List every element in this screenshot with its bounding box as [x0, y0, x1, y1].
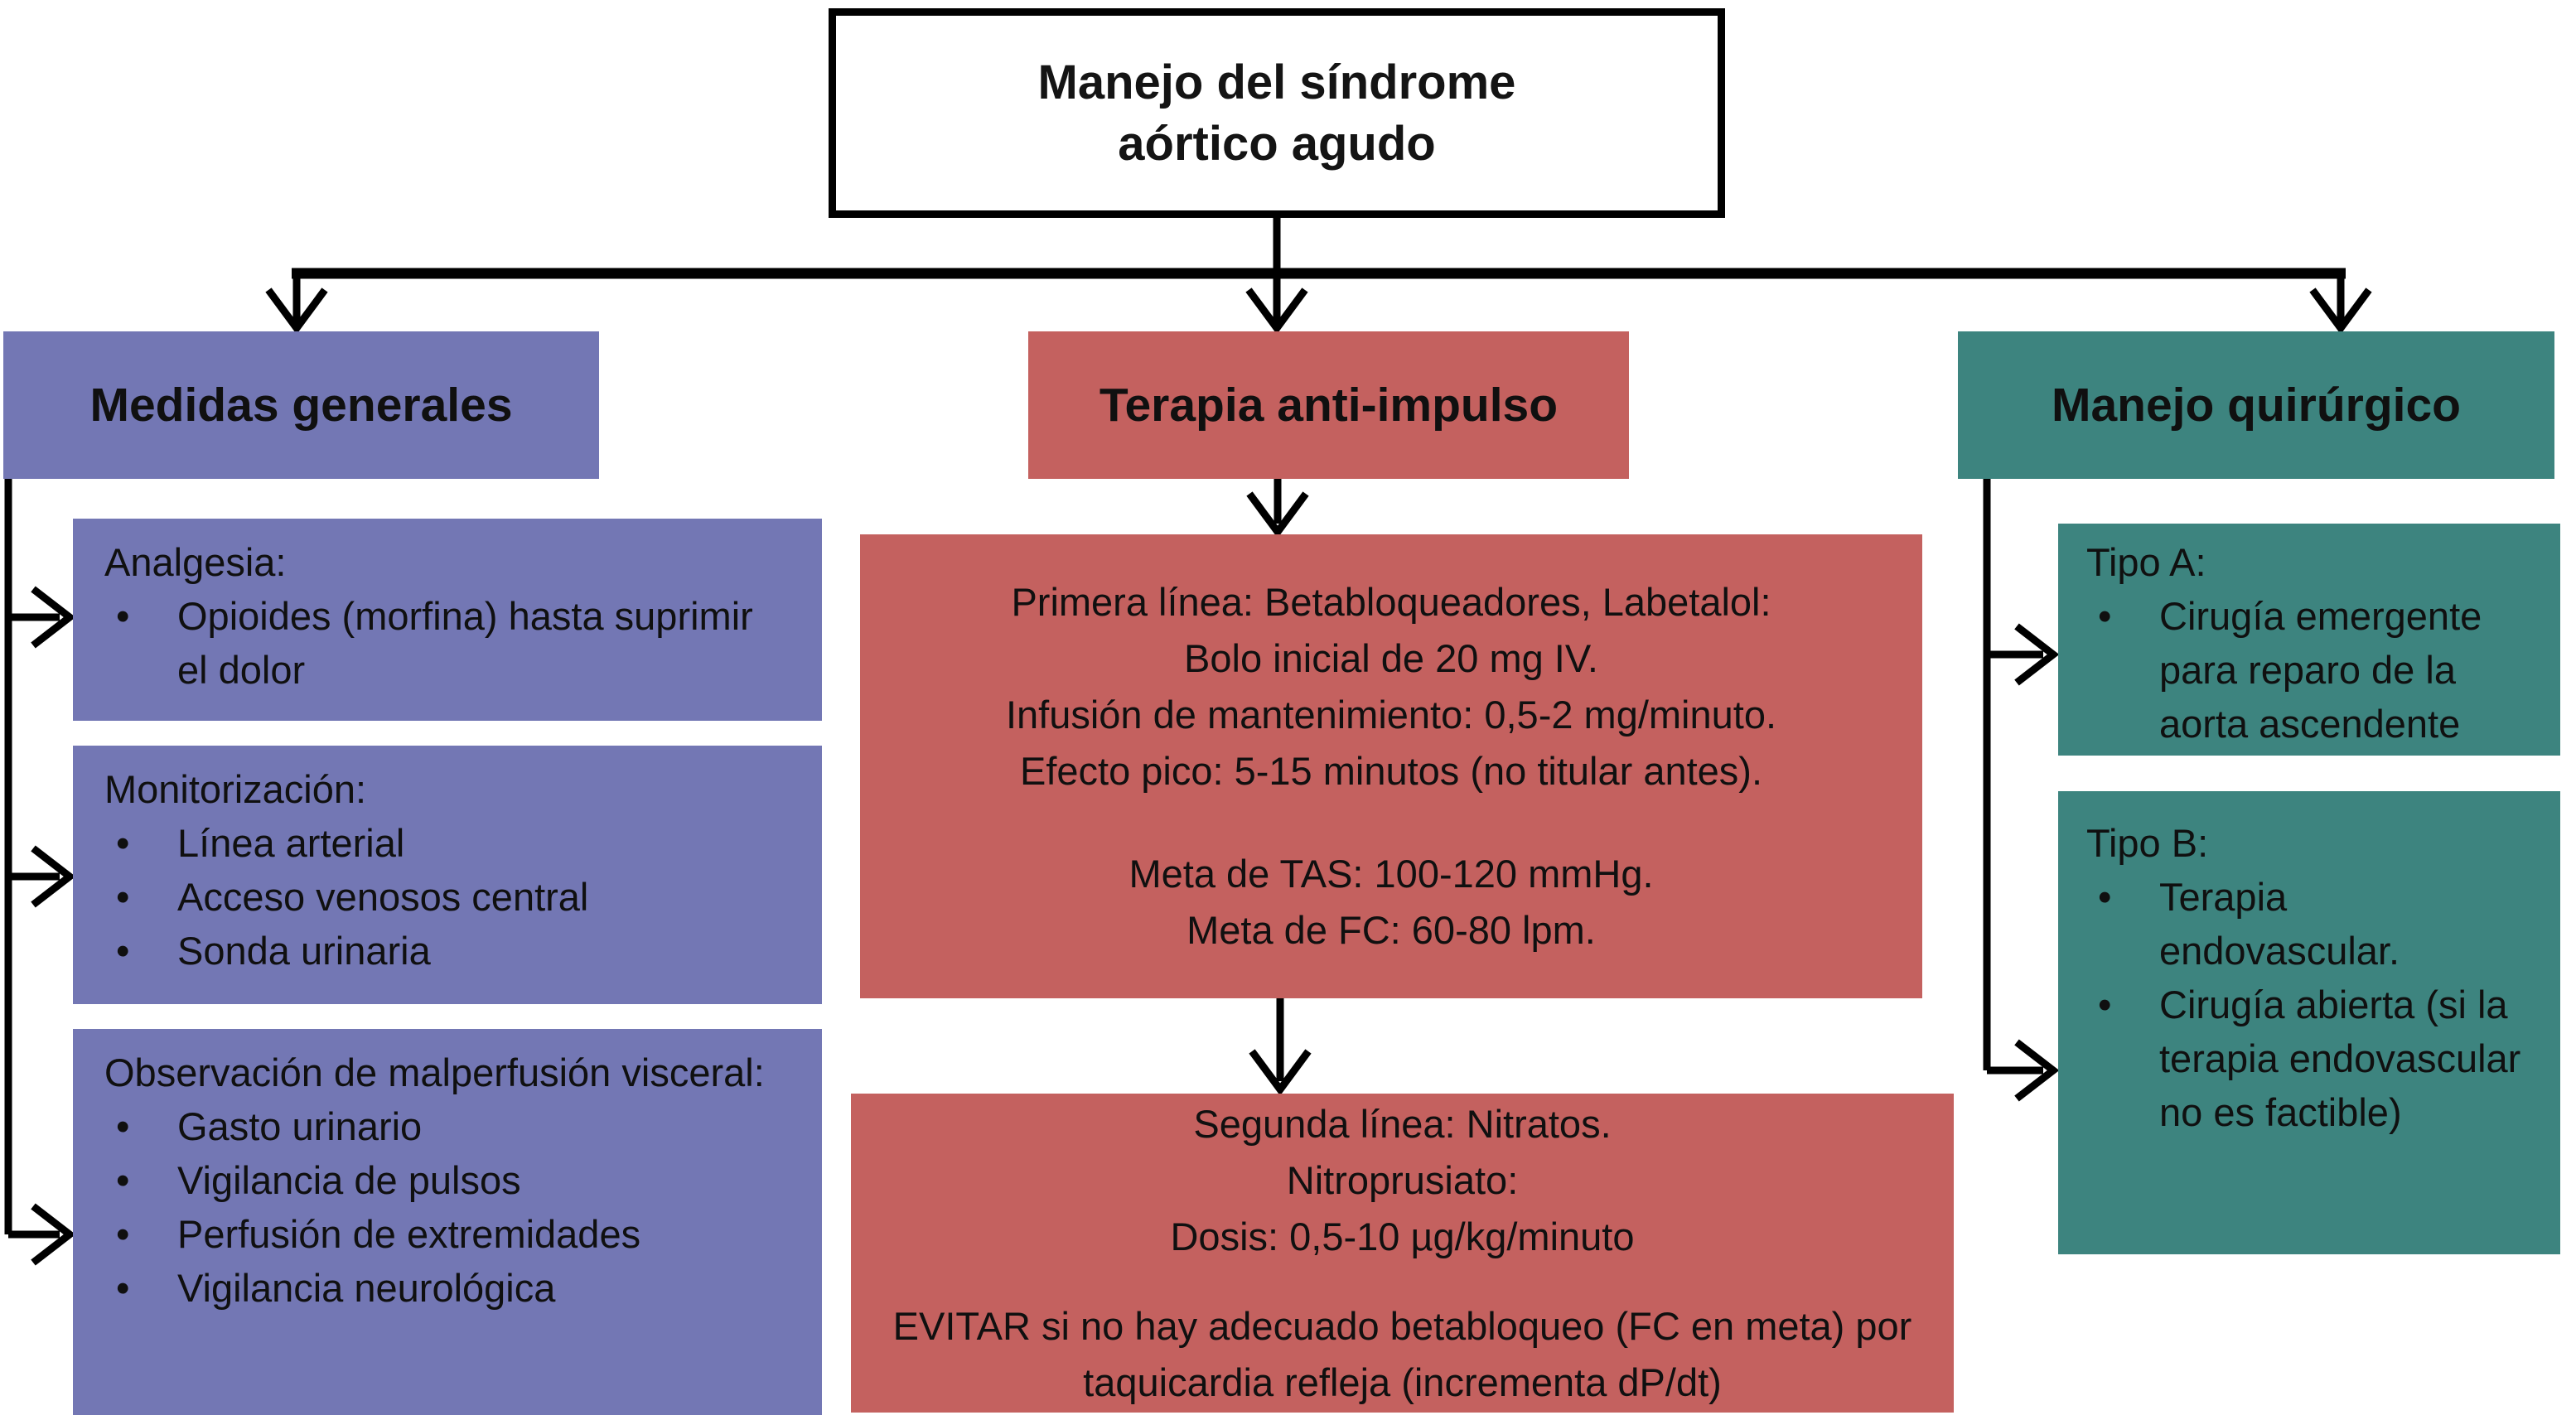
list-item-text: Vigilancia neurológica: [177, 1266, 556, 1310]
arrowhead-down-terapia2: [1249, 1049, 1312, 1096]
header-medidas-generales: Medidas generales: [3, 331, 599, 479]
box-observacion-malperfusion: Observación de malperfusión visceral: • …: [73, 1029, 822, 1415]
box-tipo-a-heading: Tipo A:: [2086, 540, 2206, 584]
header-medidas-generales-label: Medidas generales: [89, 379, 513, 432]
text-line: Meta de TAS: 100-120 mmHg.: [1129, 852, 1654, 896]
header-terapia-anti-impulso-label: Terapia anti-impulso: [1099, 379, 1559, 432]
box-monitorizacion-heading: Monitorización:: [104, 767, 367, 811]
list-item-text: Vigilancia de pulsos: [177, 1158, 521, 1202]
box-tipo-b-heading: Tipo B:: [2086, 821, 2209, 865]
arrowhead-right-1: [31, 586, 76, 649]
box-observacion-heading: Observación de malperfusión visceral:: [104, 1051, 765, 1094]
arrowhead-right-5: [2014, 1039, 2060, 1102]
list-item: • Opioides (morfina) hasta suprimir el d…: [104, 589, 790, 697]
text-line: Nitroprusiato:: [1286, 1157, 1519, 1202]
list-item: • Cirugía emergente para reparo de la ao…: [2086, 589, 2532, 751]
list-item-text: Línea arterial: [177, 821, 405, 865]
list-item-text: Gasto urinario: [177, 1104, 423, 1148]
title-line-1: Manejo del síndrome: [1037, 55, 1516, 109]
box-analgesia-heading: Analgesia:: [104, 540, 287, 584]
text-line: Primera línea: Betabloqueadores, Labetal…: [1011, 580, 1771, 624]
text-line: Bolo inicial de 20 mg IV.: [1184, 636, 1598, 680]
bullet-icon: •: [116, 929, 130, 973]
box-monitorizacion: Monitorización: • Línea arterial • Acces…: [73, 746, 822, 1004]
arrowhead-down-left: [265, 287, 328, 335]
header-terapia-anti-impulso: Terapia anti-impulso: [1028, 331, 1629, 479]
bullet-icon: •: [116, 821, 130, 865]
list-item-text: Cirugía emergente para reparo de la aort…: [2159, 594, 2482, 746]
arrowhead-right-4: [2014, 623, 2060, 686]
header-manejo-quirurgico-label: Manejo quirúrgico: [2051, 379, 2462, 432]
arrowhead-right-3: [31, 1203, 76, 1266]
list-item-text: Opioides (morfina) hasta suprimir el dol…: [177, 594, 753, 692]
paragraph: Segunda línea: Nitratos. Nitroprusiato: …: [871, 1096, 1934, 1265]
text-line: Dosis: 0,5-10 µg/kg/minuto: [1170, 1214, 1635, 1258]
bullet-icon: •: [2098, 875, 2112, 919]
paragraph: Primera línea: Betabloqueadores, Labetal…: [880, 574, 1902, 799]
text-line: Efecto pico: 5-15 minutos (no titular an…: [1019, 749, 1763, 793]
arrowhead-right-2: [31, 845, 76, 908]
list-item: • Vigilancia neurológica: [104, 1261, 790, 1315]
bullet-icon: •: [116, 1266, 130, 1310]
header-manejo-quirurgico: Manejo quirúrgico: [1958, 331, 2554, 479]
list-item: • Perfusión de extremidades: [104, 1207, 790, 1261]
arrowhead-down-right: [2309, 287, 2372, 335]
bullet-icon: •: [116, 875, 130, 919]
bullet-icon: •: [116, 1104, 130, 1148]
list-item-text: Terapia endovascular.: [2159, 875, 2400, 973]
arrowhead-down-center: [1245, 287, 1308, 335]
list-item: • Gasto urinario: [104, 1099, 790, 1153]
title-line-2: aórtico agudo: [1118, 116, 1436, 171]
text-line: Segunda línea: Nitratos.: [1193, 1101, 1612, 1146]
list-item: • Acceso venosos central: [104, 870, 790, 924]
text-line: Meta de FC: 60-80 lpm.: [1187, 908, 1596, 952]
box-tipo-a: Tipo A: • Cirugía emergente para reparo …: [2058, 524, 2560, 756]
bullet-icon: •: [2098, 983, 2112, 1026]
bullet-icon: •: [2098, 594, 2112, 638]
bullet-icon: •: [116, 594, 130, 638]
paragraph: EVITAR si no hay adecuado betabloqueo (F…: [871, 1298, 1934, 1411]
bullet-icon: •: [116, 1212, 130, 1256]
list-item: • Cirugía abierta (si la terapia endovas…: [2086, 978, 2532, 1139]
text-line: Infusión de mantenimiento: 0,5-2 mg/minu…: [1005, 693, 1777, 737]
list-item: • Terapia endovascular.: [2086, 870, 2532, 978]
list-item-text: Perfusión de extremidades: [177, 1212, 641, 1256]
list-item: • Sonda urinaria: [104, 924, 790, 978]
list-item-text: Acceso venosos central: [177, 875, 589, 919]
arrowhead-down-terapia1: [1246, 491, 1309, 539]
box-tipo-b: Tipo B: • Terapia endovascular. • Cirugí…: [2058, 791, 2560, 1254]
text-line: EVITAR si no hay adecuado betabloqueo (F…: [892, 1303, 1912, 1404]
list-item: • Vigilancia de pulsos: [104, 1153, 790, 1207]
box-segunda-linea: Segunda línea: Nitratos. Nitroprusiato: …: [851, 1094, 1954, 1413]
list-item-text: Cirugía abierta (si la terapia endovascu…: [2159, 983, 2521, 1134]
title-box: Manejo del síndrome aórtico agudo: [829, 8, 1725, 218]
list-item-text: Sonda urinaria: [177, 929, 431, 973]
box-primera-linea: Primera línea: Betabloqueadores, Labetal…: [860, 534, 1922, 998]
paragraph: Meta de TAS: 100-120 mmHg. Meta de FC: 6…: [880, 846, 1902, 959]
list-item: • Línea arterial: [104, 816, 790, 870]
box-analgesia: Analgesia: • Opioides (morfina) hasta su…: [73, 519, 822, 721]
bullet-icon: •: [116, 1158, 130, 1202]
